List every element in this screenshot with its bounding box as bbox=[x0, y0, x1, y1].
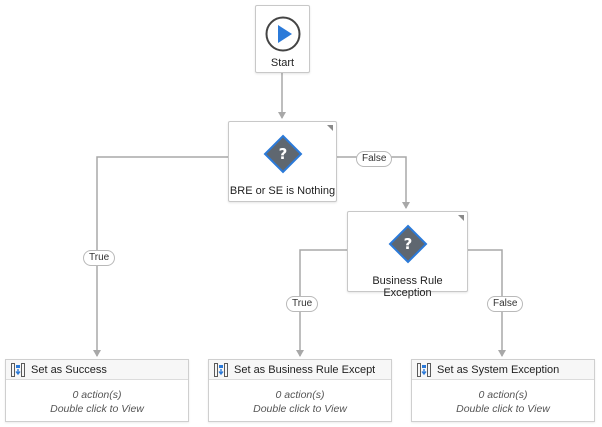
activity-hint: Double click to View bbox=[456, 403, 550, 415]
edge-label-true: True bbox=[83, 250, 116, 266]
activity-hint: Double click to View bbox=[50, 403, 144, 415]
edge-decision2-false bbox=[468, 249, 506, 357]
assign-icon bbox=[417, 362, 431, 377]
edge-decision2-true bbox=[296, 249, 347, 357]
activity-header: Set as Business Rule Except bbox=[209, 360, 391, 380]
activity-hint: Double click to View bbox=[253, 403, 347, 415]
decision-label: Business Rule Exception bbox=[372, 275, 443, 299]
activity-header: Set as Success bbox=[6, 360, 188, 380]
activity-header: Set as System Exception bbox=[412, 360, 594, 380]
decision-node-business-rule-exception[interactable]: ? Business Rule Exception bbox=[347, 211, 468, 299]
assign-activity-set-as-success[interactable]: Set as Success 0 action(s) Double click … bbox=[5, 359, 189, 422]
edge-decision1-true bbox=[93, 156, 228, 357]
decision-label: BRE or SE is Nothing bbox=[229, 185, 336, 197]
assign-activity-set-as-business-rule-exception[interactable]: Set as Business Rule Except 0 action(s) … bbox=[208, 359, 392, 422]
svg-text:?: ? bbox=[404, 235, 413, 253]
decision-node-bre-or-se[interactable]: ? BRE or SE is Nothing bbox=[228, 121, 337, 202]
edge-label-true: True bbox=[286, 296, 319, 312]
activity-title: Set as Business Rule Except bbox=[234, 363, 376, 376]
assign-activity-set-as-system-exception[interactable]: Set as System Exception 0 action(s) Doub… bbox=[411, 359, 595, 422]
collapse-corner-icon bbox=[327, 125, 333, 131]
start-label: Start bbox=[270, 57, 295, 69]
activity-action-count: 0 action(s) bbox=[275, 389, 325, 401]
decision-diamond-icon: ? bbox=[388, 224, 428, 264]
svg-text:?: ? bbox=[279, 145, 288, 163]
play-icon bbox=[265, 16, 301, 52]
activity-action-count: 0 action(s) bbox=[478, 389, 528, 401]
collapse-corner-icon bbox=[458, 215, 464, 221]
decision-diamond-icon: ? bbox=[263, 134, 303, 174]
edge-label-false: False bbox=[487, 296, 524, 312]
assign-icon bbox=[214, 362, 228, 377]
assign-icon bbox=[11, 362, 25, 377]
start-node[interactable]: Start bbox=[255, 5, 310, 73]
activity-title: Set as Success bbox=[31, 363, 107, 376]
activity-action-count: 0 action(s) bbox=[72, 389, 122, 401]
activity-title: Set as System Exception bbox=[437, 363, 560, 376]
edge-label-false: False bbox=[356, 151, 393, 167]
